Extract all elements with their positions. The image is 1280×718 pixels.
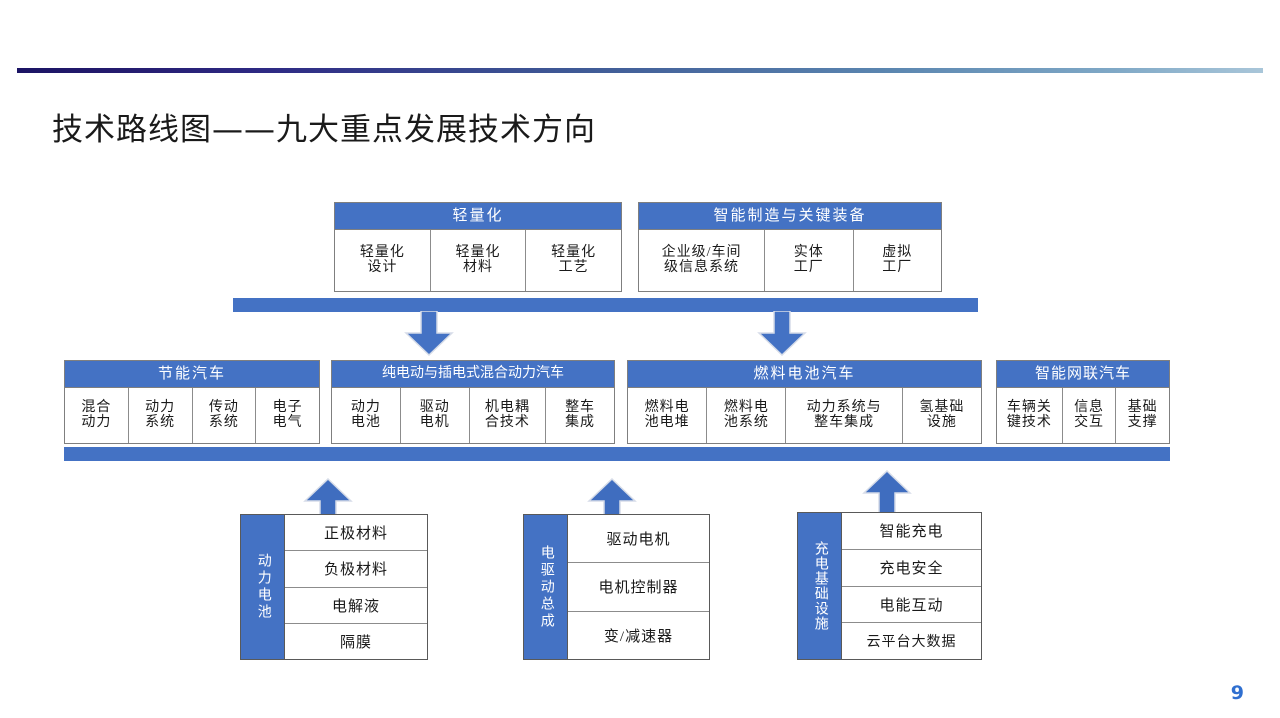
stack-edrive-assembly[interactable]: 电驱动总成 驱动电机 电机控制器 变/减速器 xyxy=(523,514,710,660)
cell-item[interactable]: 整车 集成 xyxy=(565,399,596,431)
cell-item[interactable]: 轻量化 设计 xyxy=(335,230,431,291)
stack-power-battery[interactable]: 动力电池 正极材料 负极材料 电解液 隔膜 xyxy=(240,514,428,660)
group-smart-manufacturing[interactable]: 智能制造与关键装备 企业级/车间 级信息系统 实体 工厂 虚拟 工厂 xyxy=(638,202,942,292)
upper-connector-bar xyxy=(233,298,978,312)
cell-item[interactable]: 轻量化 工艺 xyxy=(551,244,597,276)
group-cells: 企业级/车间 级信息系统 实体 工厂 虚拟 工厂 xyxy=(639,230,941,291)
stack-rows: 正极材料 负极材料 电解液 隔膜 xyxy=(285,515,427,659)
stack-row[interactable]: 电机控制器 xyxy=(568,563,709,612)
cell-item[interactable]: 轻量化 材料 xyxy=(431,230,527,291)
stack-row[interactable]: 智能充电 xyxy=(842,513,981,550)
stack-row[interactable]: 正极材料 xyxy=(285,515,427,552)
stack-label: 充电基础设施 xyxy=(798,513,842,659)
group-intelligent-connected-vehicle[interactable]: 智能网联汽车 车辆关 键技术 信息 交互 基础 支撑 xyxy=(996,360,1170,444)
stack-charging-infrastructure[interactable]: 充电基础设施 智能充电 充电安全 电能互动 云平台大数据 xyxy=(797,512,982,660)
group-energy-saving-vehicle[interactable]: 节能汽车 混合 动力 动力 系统 传动 系统 电子 电气 xyxy=(64,360,320,444)
group-header: 燃料电池汽车 xyxy=(628,361,981,388)
up-arrow-icon xyxy=(862,469,912,515)
group-cells: 动力 电池 驱动 电机 机电耦 合技术 整车 集成 xyxy=(332,388,614,443)
down-arrow-icon xyxy=(404,310,454,357)
stack-label-text: 充电基础设施 xyxy=(812,541,828,631)
page-title: 技术路线图——九大重点发展技术方向 xyxy=(52,112,596,148)
cell-item[interactable]: 车辆关 键技术 xyxy=(997,388,1063,443)
group-fuel-cell-vehicle[interactable]: 燃料电池汽车 燃料电 池电堆 燃料电 池系统 动力系统与 整车集成 氢基础 设施 xyxy=(627,360,982,444)
group-header: 智能制造与关键装备 xyxy=(639,203,941,230)
cell-item[interactable]: 动力 系统 xyxy=(129,388,193,443)
stack-row[interactable]: 驱动电机 xyxy=(568,515,709,564)
cell-item[interactable]: 燃料电 池系统 xyxy=(707,388,787,443)
stack-rows: 智能充电 充电安全 电能互动 云平台大数据 xyxy=(842,513,981,659)
group-header: 纯电动与插电式混合动力汽车 xyxy=(332,361,614,388)
group-cells: 车辆关 键技术 信息 交互 基础 支撑 xyxy=(997,388,1169,443)
cell-item[interactable]: 驱动 电机 xyxy=(401,388,470,443)
group-cells: 燃料电 池电堆 燃料电 池系统 动力系统与 整车集成 氢基础 设施 xyxy=(628,388,981,443)
cell-item[interactable]: 传动 系统 xyxy=(193,388,257,443)
group-header: 智能网联汽车 xyxy=(997,361,1169,388)
cell-item[interactable]: 电子 电气 xyxy=(272,399,303,431)
stack-label-text: 电驱动总成 xyxy=(538,544,554,630)
cell-item[interactable]: 动力 电池 xyxy=(332,388,401,443)
stack-row[interactable]: 变/减速器 xyxy=(603,628,674,645)
cell-item[interactable]: 氢基础 设施 xyxy=(919,399,965,431)
cell-item[interactable]: 混合 动力 xyxy=(65,388,129,443)
stack-rows: 驱动电机 电机控制器 变/减速器 xyxy=(568,515,709,659)
stack-row[interactable]: 负极材料 xyxy=(285,551,427,588)
stack-row[interactable]: 云平台大数据 xyxy=(866,635,957,651)
stack-row[interactable]: 电解液 xyxy=(285,588,427,624)
cell-item[interactable]: 动力系统与 整车集成 xyxy=(786,388,903,443)
cell-item[interactable]: 实体 工厂 xyxy=(765,230,854,291)
stack-row[interactable]: 隔膜 xyxy=(339,634,372,651)
cell-item[interactable]: 燃料电 池电堆 xyxy=(628,388,708,443)
cell-item[interactable]: 机电耦 合技术 xyxy=(470,388,547,443)
cell-item[interactable]: 企业级/车间 级信息系统 xyxy=(639,230,766,291)
cell-item[interactable]: 信息 交互 xyxy=(1063,388,1117,443)
group-bev-phev[interactable]: 纯电动与插电式混合动力汽车 动力 电池 驱动 电机 机电耦 合技术 整车 集成 xyxy=(331,360,615,444)
stack-label: 动力电池 xyxy=(241,515,285,659)
stack-label: 电驱动总成 xyxy=(524,515,568,659)
stack-row[interactable]: 电能互动 xyxy=(842,587,981,624)
group-header: 轻量化 xyxy=(335,203,621,230)
stack-label-text: 动力电池 xyxy=(255,553,271,621)
cell-item[interactable]: 虚拟 工厂 xyxy=(882,244,913,276)
page-number: 9 xyxy=(1230,682,1244,704)
group-header: 节能汽车 xyxy=(65,361,319,388)
group-cells: 轻量化 设计 轻量化 材料 轻量化 工艺 xyxy=(335,230,621,291)
group-lightweighting[interactable]: 轻量化 轻量化 设计 轻量化 材料 轻量化 工艺 xyxy=(334,202,622,292)
group-cells: 混合 动力 动力 系统 传动 系统 电子 电气 xyxy=(65,388,319,443)
stack-row[interactable]: 充电安全 xyxy=(842,550,981,587)
lower-connector-bar xyxy=(64,447,1170,461)
header-accent-rule xyxy=(17,68,1263,73)
cell-item[interactable]: 基础 支撑 xyxy=(1127,399,1158,431)
down-arrow-icon xyxy=(757,310,807,357)
